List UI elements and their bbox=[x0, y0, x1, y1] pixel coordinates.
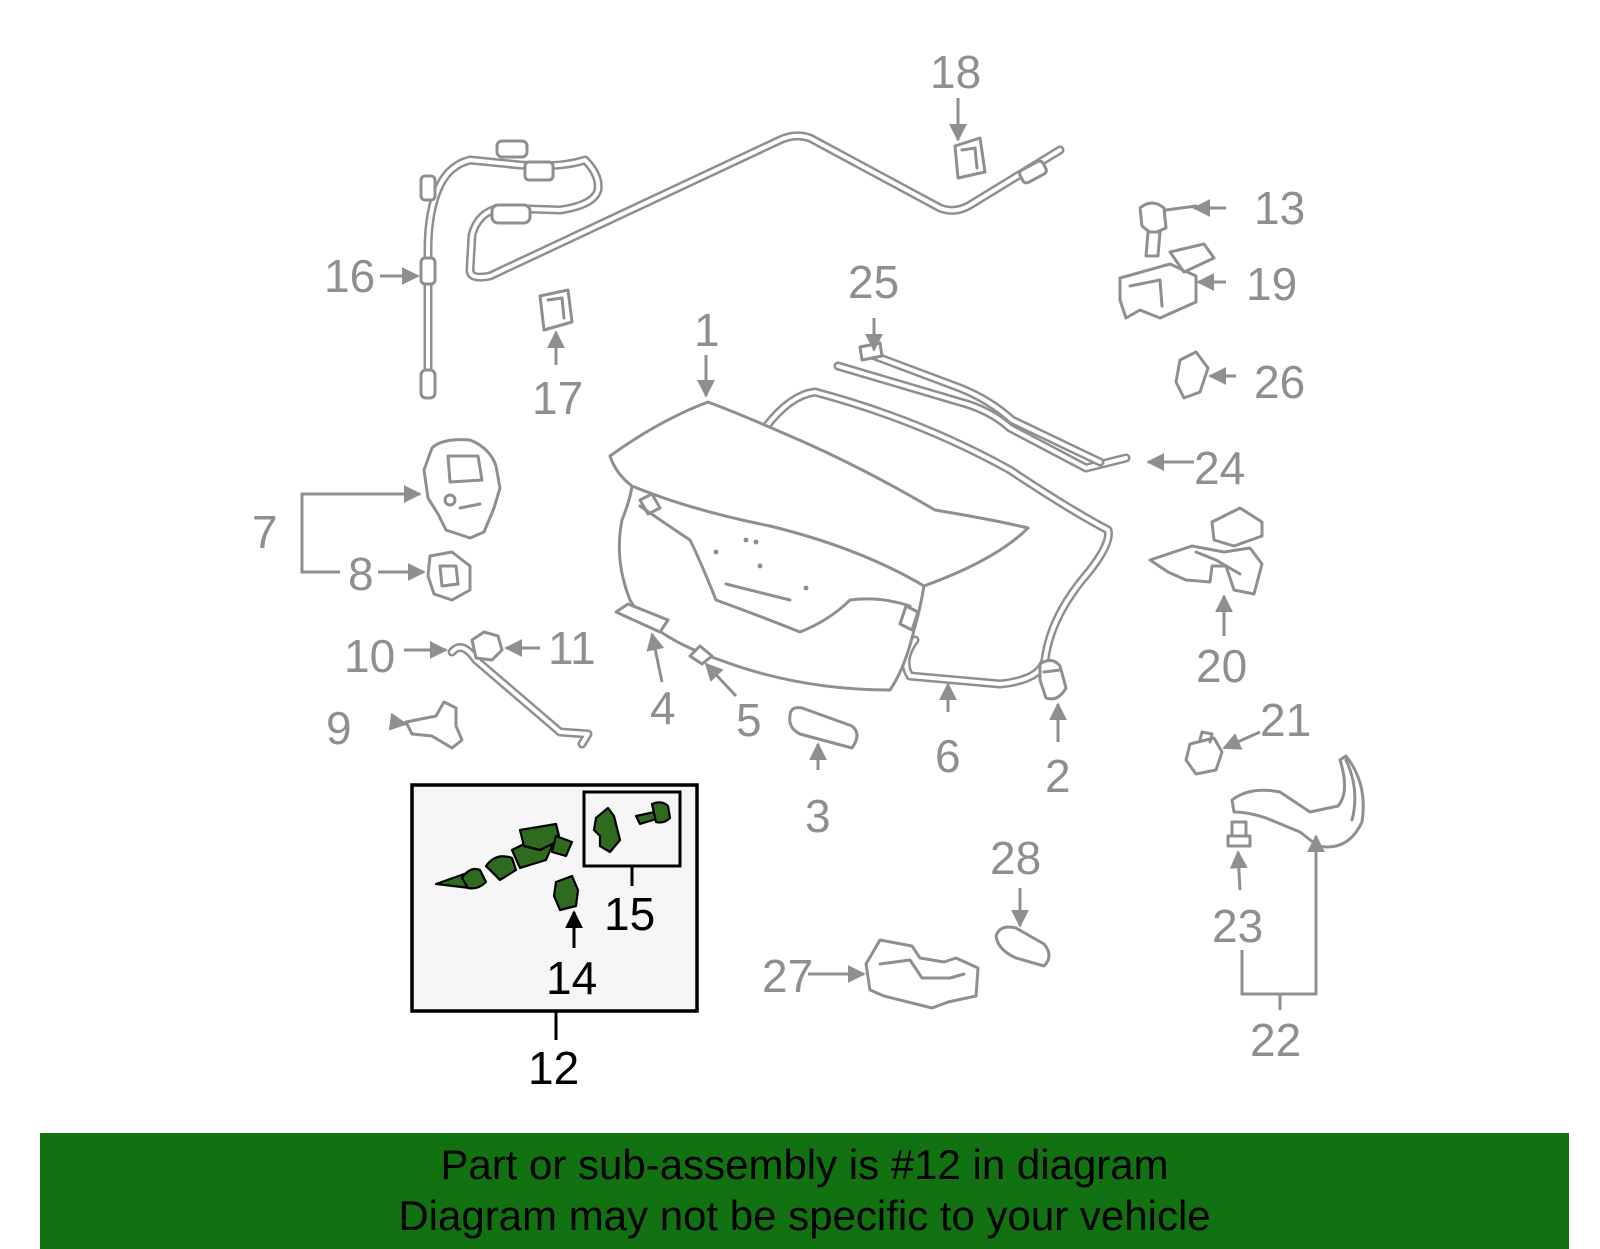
callout-16: 16 bbox=[324, 250, 375, 302]
callout-28: 28 bbox=[990, 832, 1041, 884]
part-28 bbox=[994, 925, 1051, 968]
part-17 bbox=[538, 288, 574, 332]
parts-diagram: 1 2 3 4 5 6 7 8 9 10 11 13 16 17 18 19 2… bbox=[252, 46, 1365, 1094]
callout-9: 9 bbox=[326, 702, 352, 754]
part-15-clip-and-bolt[interactable] bbox=[592, 801, 672, 854]
part-27 bbox=[864, 938, 980, 1010]
callout-27: 27 bbox=[762, 950, 813, 1002]
notice-banner: Part or sub-assembly is #12 in diagram D… bbox=[40, 1133, 1569, 1249]
callout-3: 3 bbox=[805, 790, 831, 842]
callout-12[interactable]: 12 bbox=[528, 1042, 579, 1094]
callout-25: 25 bbox=[848, 256, 899, 308]
part-5 bbox=[688, 644, 714, 666]
inset-callout-labels: 12 14 15 bbox=[528, 888, 655, 1094]
part-21 bbox=[1184, 730, 1224, 776]
callout-23: 23 bbox=[1212, 900, 1263, 952]
banner-line-1: Part or sub-assembly is #12 in diagram bbox=[440, 1141, 1169, 1188]
inset-part-12[interactable] bbox=[410, 783, 699, 1013]
part-11 bbox=[470, 630, 504, 662]
part-3 bbox=[788, 706, 859, 750]
part-26 bbox=[1174, 350, 1210, 400]
part-4 bbox=[614, 602, 670, 634]
callout-17: 17 bbox=[532, 372, 583, 424]
callout-14[interactable]: 14 bbox=[546, 952, 597, 1004]
inset-leader-lines bbox=[554, 866, 634, 1040]
callout-11: 11 bbox=[548, 622, 596, 674]
callout-22: 22 bbox=[1250, 1014, 1301, 1066]
callout-10: 10 bbox=[344, 630, 395, 682]
callout-5: 5 bbox=[736, 694, 762, 746]
callout-labels: 1 2 3 4 5 6 7 8 9 10 11 13 16 17 18 19 2… bbox=[252, 46, 1311, 1066]
part-12-lock-cylinder[interactable] bbox=[434, 822, 574, 890]
leader-lines bbox=[300, 98, 1325, 1010]
part-19 bbox=[1118, 242, 1216, 320]
part-20 bbox=[1148, 506, 1264, 596]
callout-13: 13 bbox=[1254, 182, 1305, 234]
part-18 bbox=[953, 136, 987, 180]
part-6-weatherstrip bbox=[760, 387, 1113, 689]
callout-6: 6 bbox=[935, 730, 961, 782]
callout-8: 8 bbox=[348, 548, 374, 600]
part-9 bbox=[404, 700, 464, 750]
part-10-rod bbox=[447, 643, 593, 749]
part-1-trunk-lid bbox=[608, 400, 1030, 692]
callout-20: 20 bbox=[1196, 640, 1247, 692]
part-24-25-torsion-bars bbox=[833, 341, 1131, 473]
callout-1: 1 bbox=[694, 304, 720, 356]
callout-26: 26 bbox=[1254, 356, 1305, 408]
callout-21: 21 bbox=[1260, 694, 1311, 746]
banner-line-2: Diagram may not be specific to your vehi… bbox=[398, 1192, 1211, 1239]
callout-19: 19 bbox=[1246, 258, 1297, 310]
callout-15[interactable]: 15 bbox=[604, 888, 655, 940]
part-23 bbox=[1226, 820, 1252, 848]
callout-7: 7 bbox=[252, 506, 278, 558]
callout-4: 4 bbox=[650, 682, 676, 734]
part-14-bushing[interactable] bbox=[552, 874, 580, 912]
callout-24: 24 bbox=[1194, 442, 1245, 494]
callout-2: 2 bbox=[1045, 750, 1071, 802]
part-13 bbox=[1138, 201, 1198, 258]
part-2 bbox=[1038, 659, 1068, 701]
part-7 bbox=[422, 438, 502, 540]
part-22 bbox=[1230, 754, 1365, 849]
callout-18: 18 bbox=[930, 46, 981, 98]
part-8 bbox=[426, 550, 472, 602]
part-16-release-cable bbox=[419, 131, 1065, 400]
